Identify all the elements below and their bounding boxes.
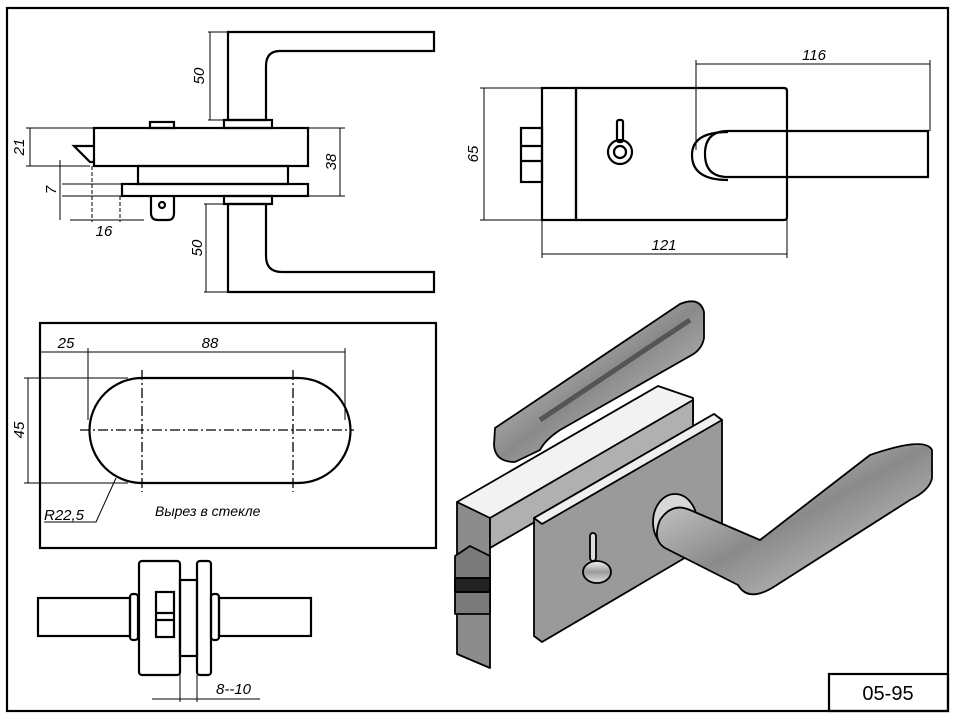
cutout-caption: Вырез в стекле [155,503,261,519]
dim-handle-length: 116 [802,47,827,64]
thumb-turn [149,196,176,222]
handle-lever [703,129,930,179]
dim-glass-thickness: 8--10 [216,681,252,698]
dim-latch-offset: 16 [96,223,113,240]
dim-front-height: 65 [465,145,482,162]
dim-plate-gap: 7 [43,185,60,194]
dim-cutout-height: 45 [11,421,28,438]
thumb-turn-knob [606,138,634,166]
dim-edge-offset: 25 [57,335,75,352]
rosette-top [222,118,274,130]
cutout-slot [88,376,352,485]
isometric-view [454,300,933,669]
glass-cutout-view: 25 88 45 R22,5 Вырез в стекле [11,321,438,550]
side-view: 50 50 21 38 7 16 [11,30,436,294]
top-view: 8--10 [36,559,313,702]
handle-right [217,596,313,638]
dim-body-height: 38 [323,153,340,170]
handle-top [226,30,436,122]
front-plate [574,86,789,222]
handle-bottom [226,202,436,294]
iso-thumb-turn [582,560,612,584]
latch-top [154,590,176,639]
spacer [136,164,290,186]
thumb-turn-hole [157,200,167,210]
rosette-bottom [222,194,274,206]
dim-latch-height: 21 [11,139,28,157]
iso-front-handle [656,443,933,596]
outer-frame [5,6,950,713]
body-button [148,120,176,130]
handle-rose [690,130,729,182]
latch-bolt [519,126,544,184]
dim-front-width: 121 [651,237,676,254]
drawing-code-box [827,672,950,713]
drawing-code: 05-95 [862,683,913,705]
counter-plate [120,182,310,198]
glass-panel [38,321,438,550]
handle-left [36,596,132,638]
lock-body [92,126,310,168]
latch-housing [540,86,578,222]
thumb-turn-lever [615,118,625,144]
dim-center-distance: 88 [202,335,219,352]
latch [71,144,94,164]
front-view: 116 65 121 [465,47,931,258]
glass-gap [178,578,199,658]
dim-handle-top: 50 [191,67,208,84]
dim-radius: R22,5 [44,507,85,524]
title-block: 05-95 [827,672,950,713]
dim-handle-bottom: 50 [189,239,206,256]
radius-leader [44,477,117,523]
counter-plate-top [195,559,213,677]
